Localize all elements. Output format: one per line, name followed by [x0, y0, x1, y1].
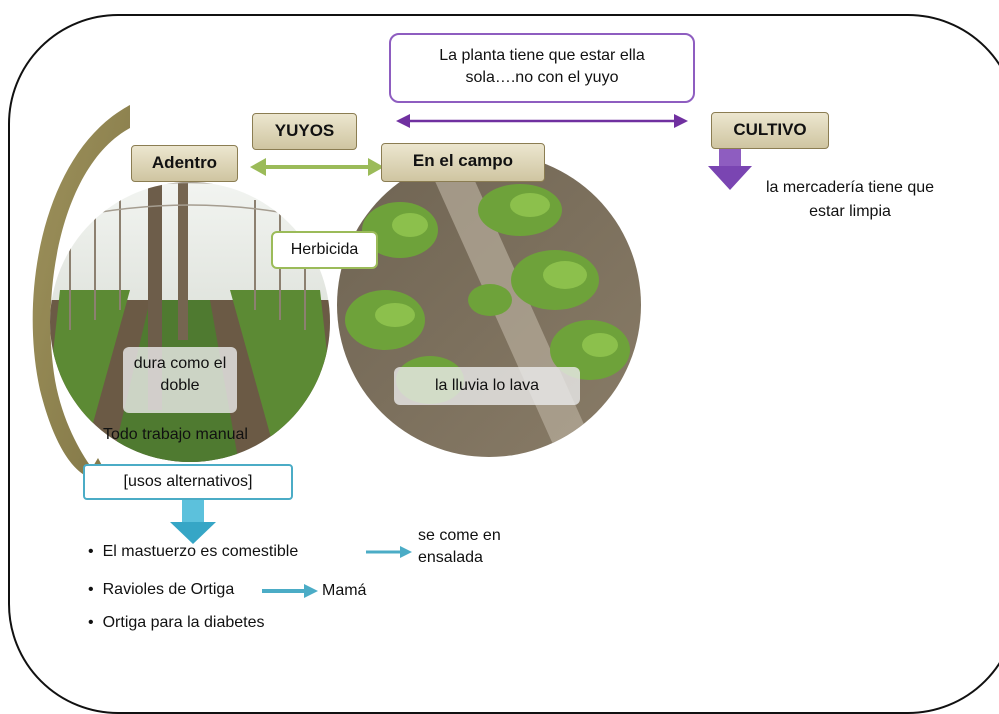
curved-arrow — [32, 105, 130, 498]
label-yuyos: YUYOS — [252, 113, 357, 150]
text-ensalada: se come en ensalada — [418, 527, 501, 566]
greenhouse-photo — [50, 182, 330, 462]
purple-down-arrow — [708, 142, 752, 190]
label-adentro: Adentro — [131, 145, 238, 182]
callout-planta-text: La planta tiene que estar ella sola….no … — [439, 47, 645, 86]
overlay-lluvia: la lluvia lo lava — [394, 367, 580, 405]
callout-herbicida: Herbicida — [271, 231, 378, 269]
cyan-right-arrow-1 — [366, 546, 412, 558]
overlay-dura: dura como el doble — [123, 347, 237, 413]
list-item: Ravioles de Ortiga — [88, 581, 235, 599]
field-photo — [337, 153, 641, 457]
list-item: El mastuerzo es comestible — [88, 543, 299, 561]
callout-herbicida-text: Herbicida — [290, 241, 359, 258]
label-en-el-campo: En el campo — [381, 143, 545, 182]
cyan-right-arrow-2 — [262, 584, 318, 598]
cyan-down-arrow — [170, 500, 216, 544]
callout-usos-alternativos: [usos alternativos] — [83, 464, 293, 500]
green-double-arrow — [250, 158, 384, 176]
text-mercaderia: la mercadería tiene que estar limpia — [765, 179, 935, 220]
label-cultivo: CULTIVO — [711, 112, 829, 149]
overlay-lluvia-text: la lluvia lo lava — [434, 377, 540, 394]
text-manual: Todo trabajo manual — [103, 426, 248, 443]
overlay-dura-text: dura como el doble — [133, 355, 227, 394]
callout-planta: La planta tiene que estar ella sola….no … — [389, 33, 695, 103]
purple-double-arrow — [396, 114, 688, 128]
callout-usos-text: [usos alternativos] — [123, 473, 253, 490]
text-mama: Mamá — [322, 582, 367, 599]
list-item: Ortiga para la diabetes — [88, 614, 265, 632]
